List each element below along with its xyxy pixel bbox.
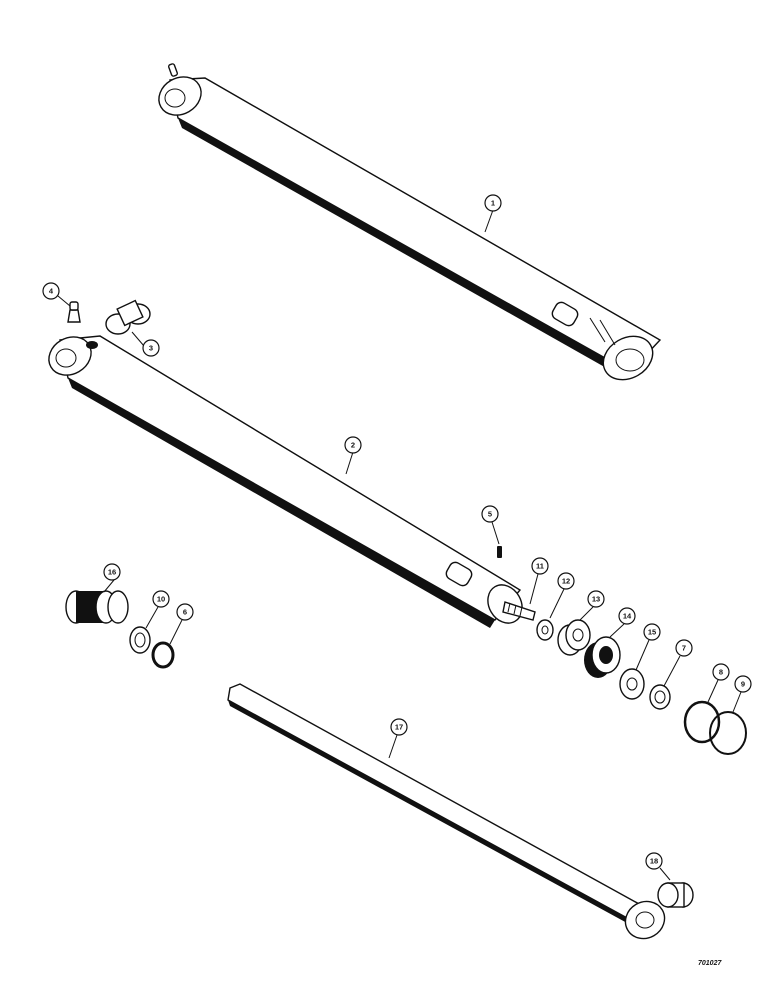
callout-5: 5 (481, 505, 500, 545)
backup-ring (709, 711, 747, 755)
svg-text:17: 17 (395, 723, 403, 732)
svg-text:5: 5 (488, 510, 492, 519)
wear-ring (619, 668, 645, 700)
washer (536, 619, 554, 641)
callout-7: 7 (663, 639, 693, 687)
svg-text:7: 7 (682, 644, 686, 653)
svg-text:13: 13 (592, 595, 600, 604)
reference-number: 701027 (698, 960, 722, 967)
svg-text:6: 6 (183, 608, 187, 617)
callout-16: 16 (103, 563, 121, 593)
cylinder-assembly (158, 63, 662, 381)
callout-12: 12 (549, 572, 575, 619)
callout-10: 10 (145, 590, 170, 629)
callout-9: 9 (732, 675, 752, 713)
callout-3: 3 (131, 331, 160, 357)
svg-text:8: 8 (719, 668, 723, 677)
callout-13: 13 (579, 590, 605, 621)
svg-text:4: 4 (49, 287, 54, 296)
svg-text:11: 11 (536, 562, 544, 571)
callout-4: 4 (42, 282, 71, 307)
callout-2: 2 (344, 436, 362, 475)
callout-14: 14 (609, 607, 636, 638)
svg-text:16: 16 (108, 568, 116, 577)
grease-fitting (67, 301, 81, 323)
piston-rod (227, 683, 666, 940)
cylinder-tube (48, 335, 523, 628)
svg-text:9: 9 (741, 680, 745, 689)
gland (65, 590, 129, 624)
seal (151, 641, 175, 669)
ring (129, 626, 151, 654)
svg-text:15: 15 (648, 628, 656, 637)
callout-17: 17 (388, 718, 408, 759)
svg-text:18: 18 (650, 857, 658, 866)
rod-bushing (657, 882, 694, 908)
callout-8: 8 (707, 663, 730, 703)
callout-11: 11 (529, 557, 549, 605)
piston-seal (584, 636, 621, 678)
bushing (105, 299, 151, 335)
callout-18: 18 (645, 852, 671, 881)
callout-1: 1 (484, 194, 502, 233)
svg-text:14: 14 (623, 612, 632, 621)
svg-text:2: 2 (351, 441, 355, 450)
threaded-rod (502, 601, 536, 621)
nut (649, 684, 671, 710)
set-screw (497, 546, 502, 558)
callout-15: 15 (635, 623, 661, 671)
svg-text:3: 3 (149, 344, 153, 353)
callout-6: 6 (169, 603, 194, 645)
svg-text:10: 10 (157, 595, 165, 604)
o-ring (683, 700, 721, 744)
piston (557, 619, 591, 656)
svg-text:12: 12 (562, 577, 570, 586)
svg-text:1: 1 (491, 199, 495, 208)
